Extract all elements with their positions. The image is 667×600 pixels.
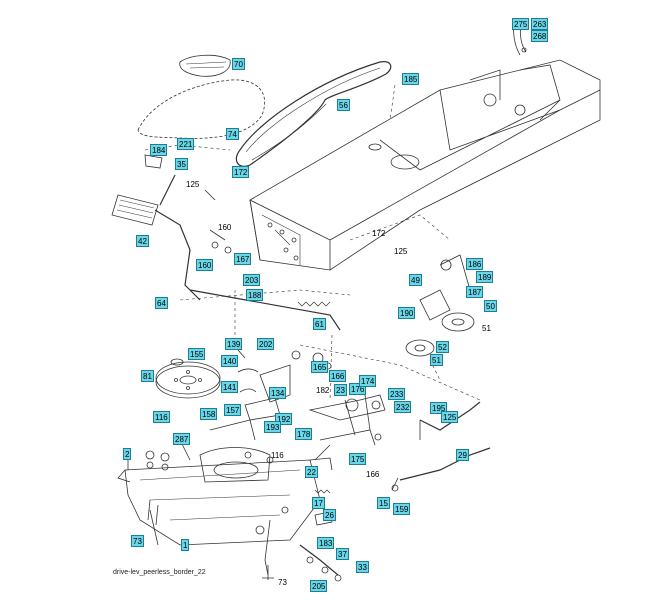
- part-callout-26[interactable]: 26: [323, 509, 336, 521]
- pedal-linkage: [111, 154, 341, 331]
- part-callout-166[interactable]: 166: [329, 370, 347, 382]
- part-callout-287[interactable]: 287: [173, 433, 191, 445]
- part-callout-116[interactable]: 116: [153, 411, 170, 423]
- part-callout-186[interactable]: 186: [466, 258, 484, 270]
- part-callout-263[interactable]: 263: [531, 18, 549, 30]
- part-callout-73[interactable]: 73: [131, 535, 144, 547]
- part-callout-172[interactable]: 172: [372, 229, 386, 238]
- part-callout-125[interactable]: 125: [441, 411, 459, 423]
- diagram-caption: drive-lev_peerless_border_22: [113, 569, 206, 576]
- part-callout-187[interactable]: 187: [466, 286, 484, 298]
- part-callout-125[interactable]: 125: [394, 247, 408, 256]
- part-callout-175[interactable]: 175: [349, 453, 367, 465]
- part-callout-185[interactable]: 185: [402, 73, 420, 85]
- lower-linkage-parts: [262, 489, 342, 582]
- part-callout-51[interactable]: 51: [482, 324, 491, 333]
- part-callout-141[interactable]: 141: [221, 381, 239, 393]
- part-callout-49[interactable]: 49: [409, 274, 422, 286]
- part-callout-160[interactable]: 160: [196, 259, 214, 271]
- part-callout-221[interactable]: 221: [177, 138, 195, 150]
- part-callout-70[interactable]: 70: [232, 58, 245, 70]
- part-callout-155[interactable]: 155: [188, 348, 206, 360]
- part-callout-232[interactable]: 232: [394, 401, 412, 413]
- part-callout-188[interactable]: 188: [246, 289, 264, 301]
- part-callout-172[interactable]: 172: [232, 166, 250, 178]
- part-callout-134[interactable]: 134: [269, 387, 287, 399]
- part-callout-50[interactable]: 50: [484, 300, 497, 312]
- frame-chassis: [249, 59, 601, 271]
- part-callout-42[interactable]: 42: [136, 235, 149, 247]
- part-callout-116[interactable]: 116: [271, 451, 284, 460]
- part-callout-37[interactable]: 37: [336, 548, 349, 560]
- part-callout-184[interactable]: 184: [150, 144, 168, 156]
- part-callout-35[interactable]: 35: [175, 158, 188, 170]
- part-callout-23[interactable]: 23: [334, 384, 347, 396]
- part-callout-33[interactable]: 33: [356, 561, 369, 573]
- part-callout-139[interactable]: 139: [225, 338, 243, 350]
- transaxle-body: [117, 419, 333, 576]
- part-callout-233[interactable]: 233: [388, 388, 406, 400]
- part-callout-183[interactable]: 183: [317, 537, 335, 549]
- part-callout-178[interactable]: 178: [295, 428, 313, 440]
- part-callout-205[interactable]: 205: [310, 580, 328, 592]
- part-callout-202[interactable]: 202: [257, 338, 275, 350]
- part-callout-167[interactable]: 167: [234, 253, 252, 265]
- part-callout-61[interactable]: 61: [313, 318, 326, 330]
- part-callout-166[interactable]: 166: [366, 470, 380, 479]
- bolts-left: [127, 450, 170, 526]
- part-callout-140[interactable]: 140: [221, 355, 239, 367]
- part-callout-17[interactable]: 17: [312, 497, 325, 509]
- spring-61: [297, 301, 331, 307]
- part-callout-64[interactable]: 64: [155, 297, 168, 309]
- part-callout-182[interactable]: 182: [316, 386, 330, 395]
- part-callout-275[interactable]: 275: [512, 18, 530, 30]
- part-callout-203[interactable]: 203: [243, 274, 261, 286]
- part-callout-22[interactable]: 22: [305, 466, 318, 478]
- part-callout-193[interactable]: 193: [264, 421, 282, 433]
- part-callout-268[interactable]: 268: [531, 30, 549, 42]
- part-callout-81[interactable]: 81: [141, 370, 154, 382]
- transmission-pulley: [155, 358, 221, 399]
- idler-pulley-group: [405, 254, 475, 357]
- part-callout-189[interactable]: 189: [476, 271, 494, 283]
- part-callout-159[interactable]: 159: [393, 503, 411, 515]
- part-callout-125[interactable]: 125: [186, 180, 200, 189]
- part-callout-56[interactable]: 56: [337, 99, 350, 111]
- part-callout-73[interactable]: 73: [278, 578, 287, 587]
- part-callout-2[interactable]: 2: [123, 448, 132, 460]
- part-callout-165[interactable]: 165: [311, 361, 329, 373]
- part-callout-1[interactable]: 1: [181, 539, 190, 551]
- drive-belt: [235, 61, 392, 167]
- part-callout-190[interactable]: 190: [398, 307, 416, 319]
- shift-linkage: [308, 394, 386, 461]
- part-callout-174[interactable]: 174: [359, 375, 377, 387]
- part-callout-74[interactable]: 74: [226, 128, 239, 140]
- seat-drawing: [137, 54, 266, 139]
- part-callout-15[interactable]: 15: [377, 497, 390, 509]
- part-callout-158[interactable]: 158: [200, 408, 218, 420]
- part-callout-51[interactable]: 51: [430, 354, 443, 366]
- part-callout-160[interactable]: 160: [218, 223, 232, 232]
- dashed-leader-lines: [144, 19, 522, 401]
- part-callout-52[interactable]: 52: [436, 341, 449, 353]
- part-callout-29[interactable]: 29: [456, 449, 469, 461]
- part-callout-157[interactable]: 157: [224, 404, 242, 416]
